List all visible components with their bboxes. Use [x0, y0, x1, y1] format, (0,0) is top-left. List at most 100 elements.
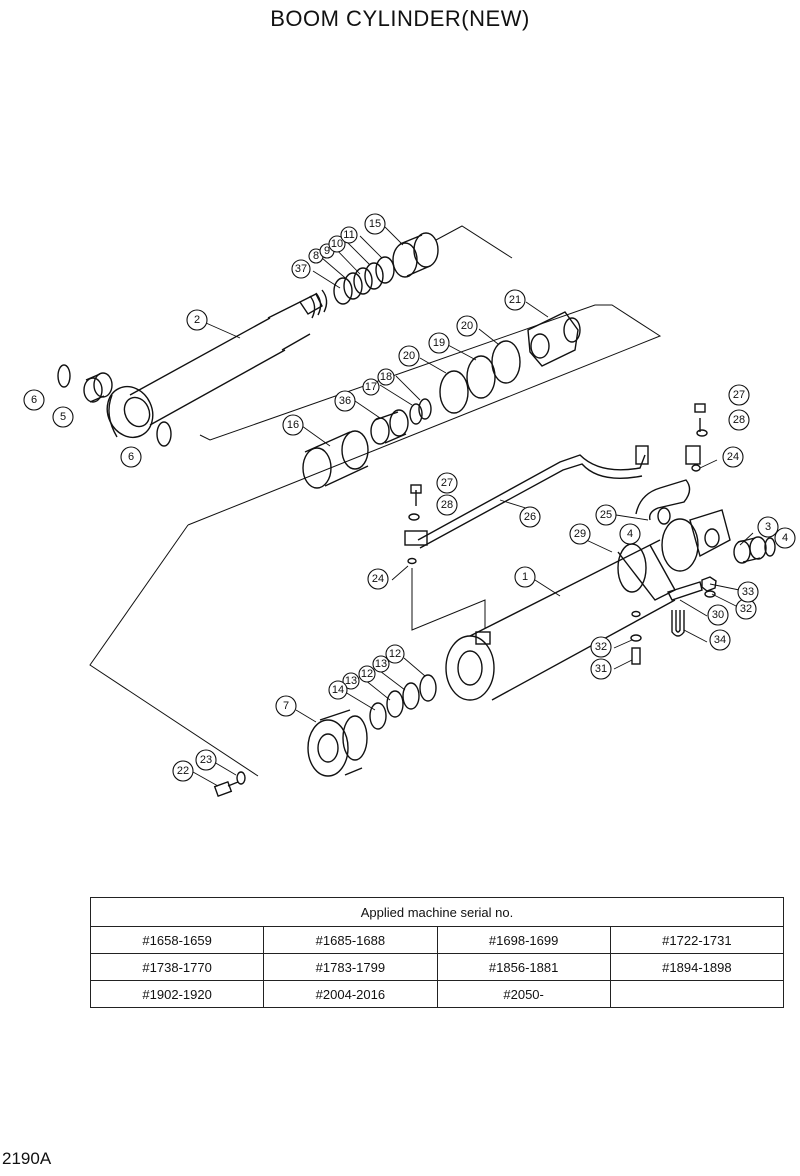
- callout-23: 23: [195, 749, 217, 771]
- callout-2: 2: [186, 309, 208, 331]
- svg-text:5: 5: [60, 411, 66, 423]
- callout-31: 31: [590, 658, 612, 680]
- exploded-parts-drawing: 1 2 3 4 4 5 6 6 7 8 9 10 11 12 12 13 13 …: [23, 213, 796, 797]
- table-cell: [609, 980, 785, 1008]
- table-cell: #1738-1770: [89, 953, 265, 981]
- callout-22: 22: [172, 760, 194, 782]
- svg-text:24: 24: [727, 451, 739, 463]
- svg-text:24: 24: [372, 573, 384, 585]
- svg-text:27: 27: [733, 389, 745, 401]
- callout-19: 19: [428, 332, 450, 354]
- svg-text:15: 15: [369, 218, 381, 230]
- callout-20b: 20: [398, 345, 420, 367]
- svg-text:13: 13: [345, 675, 357, 687]
- callout-28b: 28: [436, 494, 458, 516]
- drawing-code: 2190A: [2, 1149, 52, 1168]
- callout-17: 17: [362, 378, 380, 396]
- svg-text:6: 6: [128, 451, 134, 463]
- clamp-hardware: [630, 536, 776, 665]
- table-cell: #1894-1898: [609, 953, 785, 981]
- svg-text:14: 14: [332, 684, 344, 696]
- callout-6b: 6: [120, 446, 142, 468]
- svg-text:12: 12: [389, 648, 401, 660]
- callout-24b: 24: [367, 568, 389, 590]
- svg-text:9: 9: [324, 245, 330, 257]
- callout-14: 14: [328, 680, 348, 700]
- svg-text:31: 31: [595, 663, 607, 675]
- svg-text:28: 28: [733, 414, 745, 426]
- callout-18: 18: [377, 368, 395, 386]
- svg-text:17: 17: [365, 381, 377, 393]
- svg-text:6: 6: [31, 394, 37, 406]
- svg-text:4: 4: [782, 532, 788, 544]
- table-row: #1738-1770 #1783-1799 #1856-1881 #1894-1…: [89, 953, 785, 981]
- svg-text:1: 1: [522, 571, 528, 583]
- serial-number-table: Applied machine serial no. #1658-1659 #1…: [89, 897, 785, 1008]
- svg-text:19: 19: [433, 337, 445, 349]
- rod-seal-rings: [333, 232, 439, 305]
- cylinder-tube-part: [445, 509, 731, 701]
- svg-text:21: 21: [509, 294, 521, 306]
- svg-text:36: 36: [339, 395, 351, 407]
- svg-text:34: 34: [714, 634, 726, 646]
- svg-text:29: 29: [574, 528, 586, 540]
- svg-text:3: 3: [765, 521, 771, 533]
- svg-text:32: 32: [740, 603, 752, 615]
- callout-12b: 12: [358, 665, 376, 683]
- callout-7: 7: [275, 695, 297, 717]
- callout-28: 28: [728, 409, 750, 431]
- svg-text:30: 30: [712, 609, 724, 621]
- piston-rod-part: [57, 289, 328, 447]
- callout-4: 4: [774, 527, 796, 549]
- callout-12: 12: [385, 644, 405, 664]
- table-cell: #1658-1659: [89, 926, 265, 954]
- svg-text:22: 22: [177, 765, 189, 777]
- diagram-title: BOOM CYLINDER(NEW): [270, 6, 530, 31]
- svg-text:25: 25: [600, 509, 612, 521]
- callout-13: 13: [372, 655, 390, 673]
- table-cell: #2004-2016: [263, 980, 438, 1008]
- callout-36: 36: [334, 390, 356, 412]
- callout-25: 25: [595, 504, 617, 526]
- table-cell: #2050-: [436, 980, 611, 1008]
- table-row: #1902-1920 #2004-2016 #2050-: [89, 980, 785, 1008]
- svg-text:32: 32: [595, 641, 607, 653]
- svg-text:10: 10: [331, 238, 343, 250]
- callout-10: 10: [328, 235, 346, 253]
- table-cell: #1685-1688: [263, 926, 438, 954]
- svg-text:2: 2: [194, 314, 200, 326]
- table-cell: #1902-1920: [89, 980, 265, 1008]
- group-bracket-lower: [89, 524, 259, 777]
- callout-30: 30: [707, 604, 729, 626]
- svg-text:27: 27: [441, 477, 453, 489]
- callout-13b: 13: [342, 672, 360, 690]
- svg-text:11: 11: [343, 229, 354, 241]
- svg-text:33: 33: [742, 586, 754, 598]
- callout-27b: 27: [436, 472, 458, 494]
- callout-1: 1: [514, 566, 536, 588]
- callout-37: 37: [291, 259, 311, 279]
- callout-24: 24: [722, 446, 744, 468]
- svg-text:18: 18: [380, 371, 392, 383]
- svg-text:12: 12: [361, 668, 373, 680]
- svg-text:20: 20: [403, 350, 415, 362]
- callout-27: 27: [728, 384, 750, 406]
- callout-6: 6: [23, 389, 45, 411]
- callout-11: 11: [340, 226, 358, 244]
- piston-parts: [302, 311, 581, 489]
- group-bracket-middle: [187, 304, 662, 526]
- callout-3: 3: [757, 516, 779, 538]
- svg-text:20: 20: [461, 320, 473, 332]
- table-cell: #1722-1731: [609, 926, 785, 954]
- table-header: Applied machine serial no.: [90, 897, 784, 927]
- callout-20: 20: [456, 315, 478, 337]
- callout-26: 26: [519, 506, 541, 528]
- svg-text:28: 28: [441, 499, 453, 511]
- table-row: #1658-1659 #1685-1688 #1698-1699 #1722-1…: [89, 926, 785, 954]
- svg-text:8: 8: [313, 250, 319, 262]
- callout-15: 15: [364, 213, 386, 235]
- svg-text:4: 4: [627, 528, 633, 540]
- svg-text:26: 26: [524, 511, 536, 523]
- svg-text:37: 37: [295, 263, 307, 275]
- svg-text:23: 23: [200, 754, 212, 766]
